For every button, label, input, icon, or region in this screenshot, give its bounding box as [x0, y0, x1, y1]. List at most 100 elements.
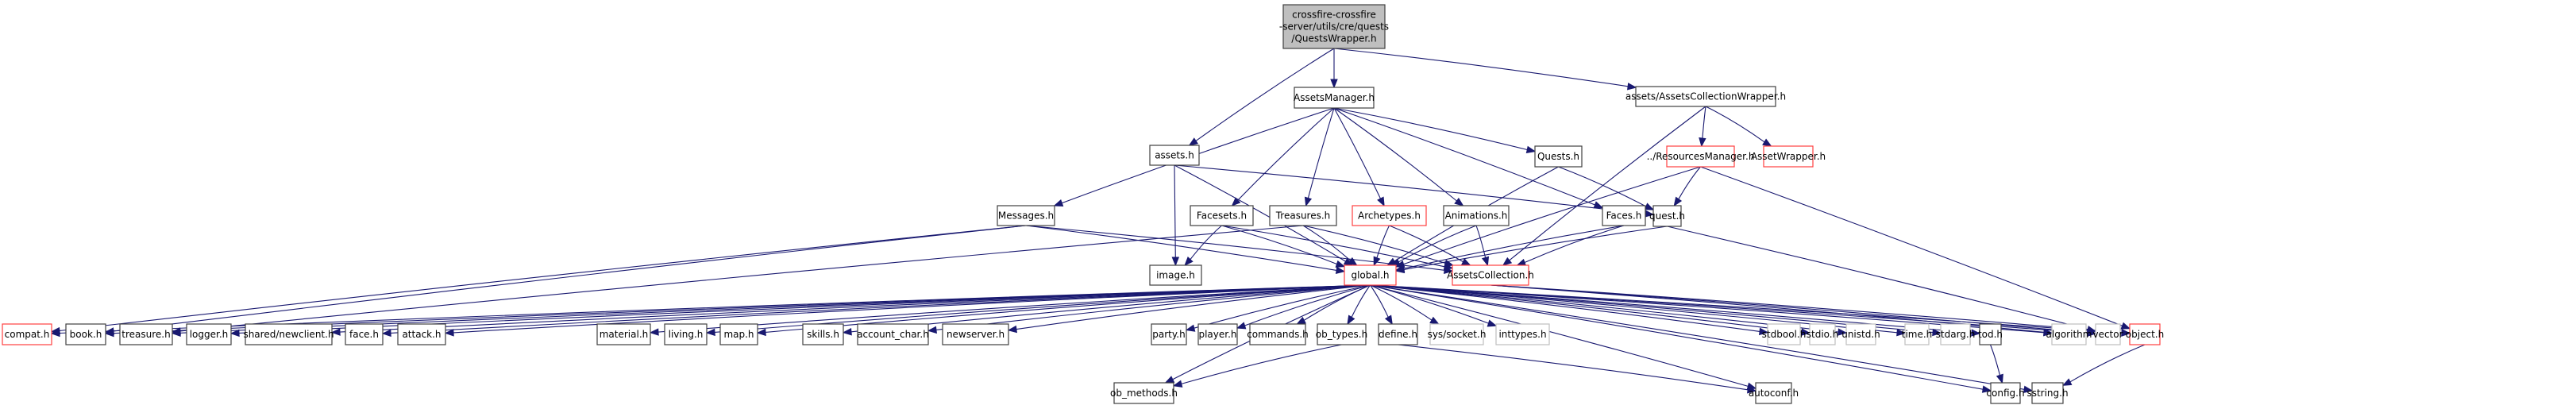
node-quests[interactable]: Quests.h — [1534, 145, 1583, 168]
node-assetscollection[interactable]: AssetsCollection.h — [1447, 264, 1534, 286]
node-label: assets/AssetsCollectionWrapper.h — [1625, 91, 1786, 102]
arrowhead-icon — [1627, 83, 1637, 91]
node-quest[interactable]: quest.h — [1649, 205, 1685, 227]
node-tod[interactable]: tod.h — [1978, 323, 2003, 345]
arrowhead-icon — [1184, 257, 1194, 266]
arrowhead-icon — [1644, 203, 1655, 210]
node-book[interactable]: book.h — [65, 323, 106, 345]
node-label: Treasures.h — [1275, 210, 1331, 222]
node-box — [857, 323, 929, 345]
node-archetypes[interactable]: Archetypes.h — [1352, 205, 1427, 226]
node-ob-types[interactable]: ob_types.h — [1316, 323, 1367, 345]
node-label: tod.h — [1978, 329, 2003, 340]
edge-line — [1174, 164, 1646, 214]
node-label: vector — [2092, 329, 2123, 340]
node-account-char[interactable]: account_char.h — [857, 323, 929, 345]
node-newclient[interactable]: shared/newclient.h — [243, 323, 334, 345]
node-box — [2051, 323, 2087, 345]
arrowhead-icon — [1188, 137, 1199, 146]
node-box — [942, 323, 1009, 345]
node-object[interactable]: object.h — [2126, 323, 2164, 345]
node-label: image.h — [1156, 270, 1195, 281]
node-map[interactable]: map.h — [719, 323, 758, 345]
node-skills[interactable]: skills.h — [802, 323, 844, 345]
node-box — [1979, 323, 2002, 345]
node-label: commands.h — [1247, 329, 1309, 340]
node-image[interactable]: image.h — [1149, 264, 1202, 286]
node-label: material.h — [600, 329, 649, 340]
node-animations[interactable]: Animations.h — [1443, 205, 1510, 226]
node-box — [1666, 145, 1735, 168]
node-socket: sys/socket.h — [1428, 323, 1486, 345]
node-global[interactable]: global.h — [1344, 264, 1397, 286]
node-label: inttypes.h — [1498, 329, 1546, 340]
edge-AssetsManager-to-Facesets — [1231, 107, 1335, 206]
node-define[interactable]: define.h — [1378, 323, 1418, 345]
node-box — [1197, 323, 1238, 345]
edge-line — [1244, 284, 1371, 326]
node-stdbool: stdbool.h — [1762, 323, 1806, 345]
node-attack[interactable]: attack.h — [397, 323, 446, 345]
node-party[interactable]: party.h — [1151, 323, 1187, 345]
node-config[interactable]: config.h — [1986, 382, 2025, 404]
node-label: object.h — [2126, 329, 2164, 340]
node-label: quest.h — [1649, 210, 1685, 222]
node-box — [345, 323, 384, 345]
node-root[interactable]: crossfire-crossfire-server/utils/cre/que… — [1279, 4, 1389, 49]
edge-Facesets-to-image — [1184, 225, 1222, 266]
node-assetsmanager[interactable]: AssetsManager.h — [1294, 87, 1375, 109]
arrowhead-icon — [1461, 258, 1471, 266]
node-label: compat.h — [5, 329, 50, 340]
node-player[interactable]: player.h — [1197, 323, 1238, 345]
edge-line — [1678, 166, 1701, 199]
arrowhead-icon — [330, 328, 341, 336]
node-sstring[interactable]: sstring.h — [2026, 382, 2069, 404]
node-newserver[interactable]: newserver.h — [942, 323, 1009, 345]
node-autoconf[interactable]: autoconf.h — [1749, 382, 1799, 404]
arrowhead-icon — [1971, 329, 1981, 337]
edge-AssetsManager-to-Treasures — [1304, 107, 1335, 207]
node-commands[interactable]: commands.h — [1247, 323, 1309, 345]
node-messages[interactable]: Messages.h — [997, 205, 1055, 226]
node-assetwrapper[interactable]: AssetWrapper.h — [1751, 145, 1826, 168]
edge-line — [1195, 48, 1335, 141]
node-living[interactable]: living.h — [664, 323, 708, 345]
edge-line — [1370, 284, 1433, 321]
node-resourcesmanager[interactable]: ../ResourcesManager.h — [1647, 145, 1755, 168]
node-compat[interactable]: compat.h — [2, 323, 52, 345]
arrowhead-icon — [1231, 197, 1241, 206]
arrowhead-icon — [1996, 373, 2003, 384]
node-facesets[interactable]: Facesets.h — [1190, 205, 1254, 226]
node-box — [2, 323, 52, 345]
node-treasure[interactable]: treasure.h — [119, 323, 173, 345]
node-material[interactable]: material.h — [596, 323, 651, 345]
node-assetscollectionwrapper[interactable]: assets/AssetsCollectionWrapper.h — [1625, 86, 1786, 107]
arrowhead-icon — [1172, 380, 1183, 388]
node-label: ob_types.h — [1316, 329, 1367, 340]
edge-line — [1370, 284, 2025, 390]
node-label: ob_methods.h — [1110, 388, 1178, 399]
edge-root-to-assets — [1188, 48, 1335, 146]
node-faces[interactable]: Faces.h — [1602, 205, 1646, 226]
arrowhead-icon — [1932, 328, 1942, 337]
node-face[interactable]: face.h — [345, 323, 384, 345]
arrowhead-icon — [1394, 265, 1406, 274]
arrowhead-icon — [1007, 325, 1017, 334]
node-ob-methods[interactable]: ob_methods.h — [1110, 382, 1178, 404]
node-treasures[interactable]: Treasures.h — [1269, 205, 1337, 226]
node-label: define.h — [1379, 329, 1417, 340]
edge-Treasures-to-treasure — [171, 225, 1304, 335]
node-box — [1534, 145, 1583, 168]
arrowhead-icon — [705, 328, 715, 337]
edge-line — [1524, 225, 1625, 264]
node-stdarg: stdarg.h — [1936, 323, 1976, 345]
edge-define-to-autoconf — [1398, 344, 1757, 394]
node-box — [119, 323, 173, 345]
node-label: stdarg.h — [1936, 329, 1976, 340]
arrowhead-icon — [1502, 257, 1513, 266]
node-assets[interactable]: assets.h — [1149, 145, 1200, 166]
edge-line — [1370, 284, 1972, 334]
arrowhead-icon — [1896, 329, 1907, 337]
node-logger[interactable]: logger.h — [186, 323, 232, 345]
node-label: AssetsManager.h — [1294, 92, 1375, 103]
